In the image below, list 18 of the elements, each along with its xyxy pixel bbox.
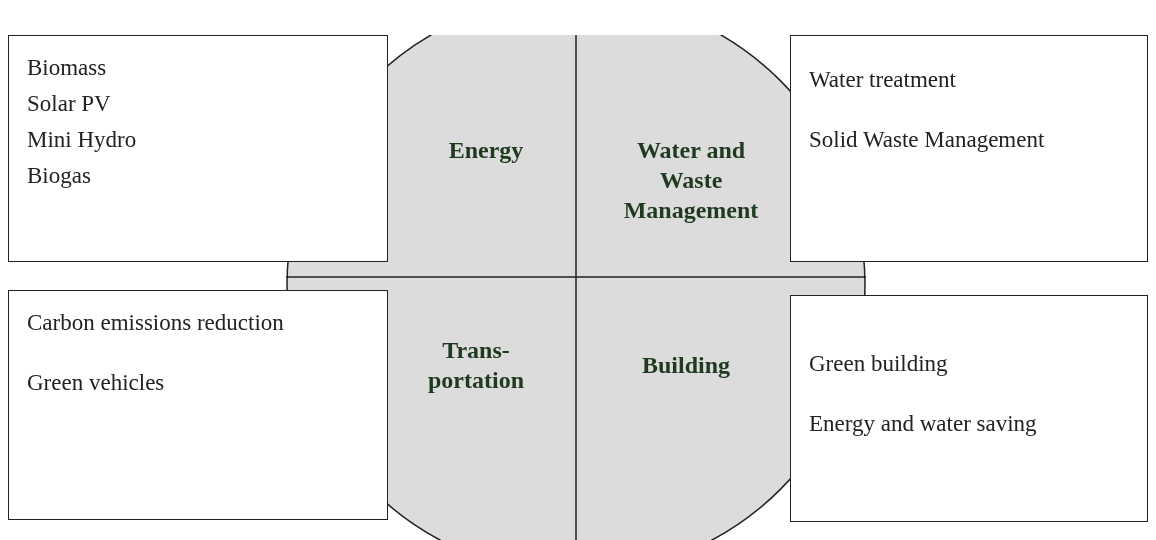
list-item: Biomass xyxy=(27,54,108,82)
text-box xyxy=(8,290,388,520)
list-item: Green vehicles xyxy=(27,369,166,397)
sector-label: Water and Waste Management xyxy=(586,120,796,240)
sector-label: Trans- portation xyxy=(396,315,556,415)
list-item: Biogas xyxy=(27,162,92,190)
text-box xyxy=(790,295,1148,522)
list-item: Solid Waste Management xyxy=(809,126,1046,154)
list-item: Energy and water saving xyxy=(809,410,1038,438)
list-item: Water treatment xyxy=(809,66,957,94)
list-item: Mini Hydro xyxy=(27,126,138,154)
sector-label: Building xyxy=(606,325,766,405)
list-item: Carbon emissions reduction xyxy=(27,309,285,337)
sector-label: Energy xyxy=(386,105,586,195)
list-item: Solar PV xyxy=(27,90,112,118)
list-item: Green building xyxy=(809,350,949,378)
text-box xyxy=(8,35,388,262)
text-box xyxy=(790,35,1148,262)
